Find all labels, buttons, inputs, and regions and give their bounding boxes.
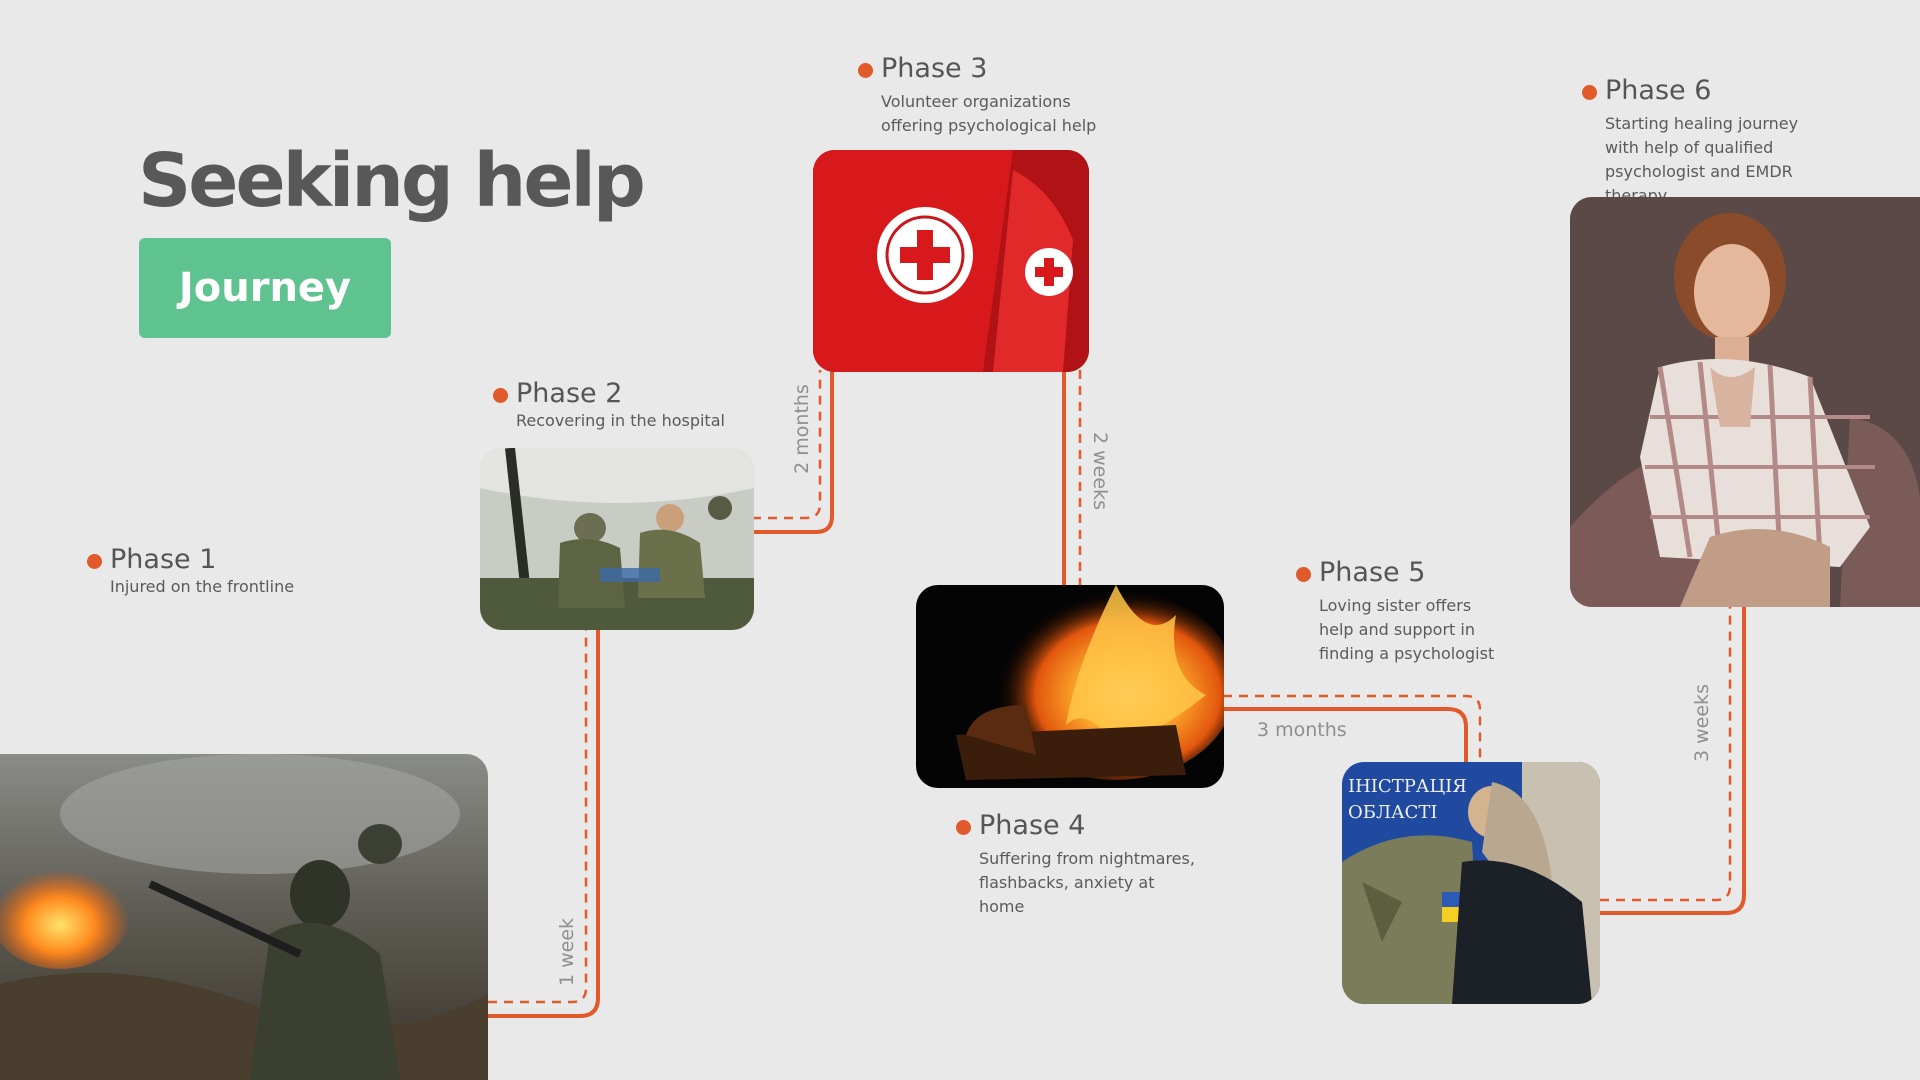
svg-text:ІНІСТРАЦІЯ: ІНІСТРАЦІЯ [1348, 776, 1467, 797]
soldier-hugging-sister-photo: ІНІСТРАЦІЯ ОБЛАСТІ [1342, 762, 1600, 1004]
phase-title: Phase 5 [1319, 557, 1426, 588]
phase-description: Injured on the frontline [110, 577, 295, 596]
phase-title: Phase 6 [1605, 75, 1712, 106]
connector-5-solid [1600, 607, 1746, 915]
phase-5: Phase 5 Loving sister offers help and su… [1296, 557, 1509, 666]
red-cross-armband-photo [813, 150, 1089, 372]
phase-description: Suffering from nightmares, flashbacks, a… [979, 849, 1195, 916]
duration-label-1: 1 week [556, 917, 578, 986]
connector-5-dashed [1600, 607, 1732, 902]
phase-description: Starting healing journey with help of qu… [1605, 114, 1799, 205]
svg-text:ОБЛАСТІ: ОБЛАСТІ [1348, 802, 1438, 823]
phase-description: Volunteer organizations offering psychol… [881, 92, 1097, 135]
duration-label-5: 3 weeks [1691, 684, 1713, 762]
duration-label-3: 2 weeks [1089, 432, 1111, 510]
phase-marker-dot [858, 63, 873, 78]
phase-3: Phase 3 Volunteer organizations offering… [858, 53, 1101, 138]
soldier-in-trench-photo [0, 754, 488, 1080]
connector-4-dashed [1223, 694, 1482, 762]
connector-2-dashed [752, 370, 822, 520]
phase-title: Phase 3 [881, 53, 988, 84]
duration-label-2: 2 months [791, 384, 813, 474]
page-title: Seeking help [138, 138, 646, 224]
journey-badge: Journey [139, 238, 391, 338]
phase-marker-dot [956, 820, 971, 835]
phase-6: Phase 6 Starting healing journey with he… [1582, 75, 1835, 208]
field-hospital-photo [480, 448, 754, 630]
phase-marker-dot [493, 388, 508, 403]
phase-marker-dot [1296, 567, 1311, 582]
phase-description: Recovering in the hospital [516, 411, 725, 430]
phase-marker-dot [1582, 85, 1597, 100]
phase-2: Phase 2 Recovering in the hospital [493, 378, 756, 433]
connector-2-solid [752, 370, 834, 534]
phase-1: Phase 1 Injured on the frontline [87, 544, 370, 599]
connector-1-dashed [488, 630, 588, 1004]
connector-1-solid [488, 630, 600, 1018]
phase-4: Phase 4 Suffering from nightmares, flash… [956, 810, 1199, 919]
duration-label-4: 3 months [1257, 719, 1347, 741]
burning-couch-photo [916, 585, 1224, 788]
phase-title: Phase 2 [516, 378, 623, 409]
phase-title: Phase 1 [110, 544, 217, 575]
psychologist-portrait-photo [1570, 197, 1920, 607]
phase-description: Loving sister offers help and support in… [1319, 596, 1495, 663]
phase-title: Phase 4 [979, 810, 1086, 841]
phase-marker-dot [87, 554, 102, 569]
connector-4-solid [1223, 707, 1468, 762]
